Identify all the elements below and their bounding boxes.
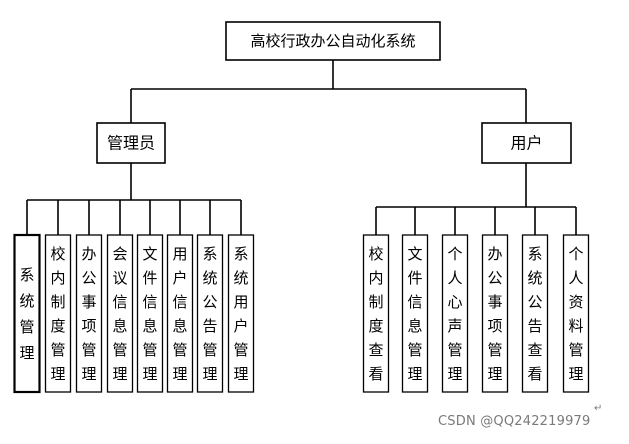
child-box-1-0 <box>362 234 390 393</box>
branch-1-label: 用户 <box>510 134 542 153</box>
child-label-0-6: 系统公告管理 <box>202 245 217 383</box>
child-box-1-5 <box>562 234 590 393</box>
child-label-1-5: 个人资料管理 <box>568 245 583 383</box>
child-box-0-3 <box>106 234 134 393</box>
child-label-0-7: 系统用户管理 <box>233 245 248 383</box>
child-label-0-3: 会议信息管理 <box>112 245 127 383</box>
child-label-0-0: 系统管理 <box>19 266 34 362</box>
child-label-1-1: 文件信息管理 <box>407 245 422 383</box>
root-node-label: 高校行政办公自动化系统 <box>250 32 415 50</box>
child-box-1-1 <box>401 234 429 393</box>
branch-1-box <box>481 122 572 164</box>
child-box-0-4 <box>136 234 164 393</box>
paragraph-return-glyph: ↵ <box>594 403 603 414</box>
child-box-1-3 <box>481 234 509 393</box>
child-box-0-0 <box>13 233 41 394</box>
csdn-watermark: CSDN @QQ242219979 <box>438 414 591 429</box>
child-box-0-2 <box>75 234 103 393</box>
child-box-1-4 <box>521 234 549 393</box>
child-box-0-7 <box>227 234 255 393</box>
diagram-nodes: 高校行政办公自动化系统管理员系统管理校内制度管理办公事项管理会议信息管理文件信息… <box>13 21 590 394</box>
child-box-1-2 <box>441 234 469 393</box>
child-label-0-1: 校内制度管理 <box>50 245 65 383</box>
child-label-0-4: 文件信息管理 <box>142 245 157 383</box>
child-box-0-1 <box>44 234 72 393</box>
child-label-0-5: 用户信息管理 <box>172 245 187 383</box>
child-label-1-2: 个人心声管理 <box>447 245 462 383</box>
child-box-0-6 <box>196 234 224 393</box>
child-label-1-4: 系统公告查看 <box>527 245 542 383</box>
branch-0-label: 管理员 <box>107 134 155 153</box>
root-node-box <box>225 21 441 61</box>
connector-lines <box>26 60 577 235</box>
child-label-1-3: 办公事项管理 <box>487 245 502 383</box>
child-label-1-0: 校内制度查看 <box>368 245 383 383</box>
child-label-0-2: 办公事项管理 <box>81 245 96 383</box>
branch-0-box <box>96 122 166 164</box>
child-box-0-5 <box>166 234 194 393</box>
